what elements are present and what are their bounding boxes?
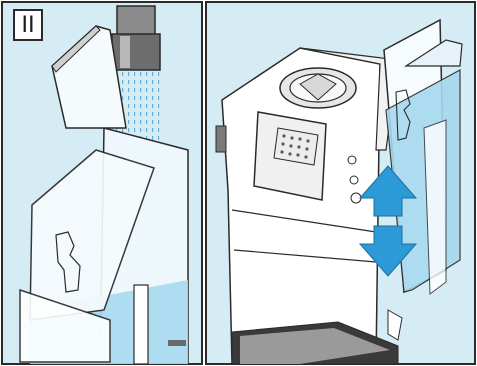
step-label: II: [13, 9, 43, 41]
right-panel: [206, 2, 475, 364]
faucet-pipe: [112, 6, 160, 70]
left-panel: [2, 2, 202, 364]
